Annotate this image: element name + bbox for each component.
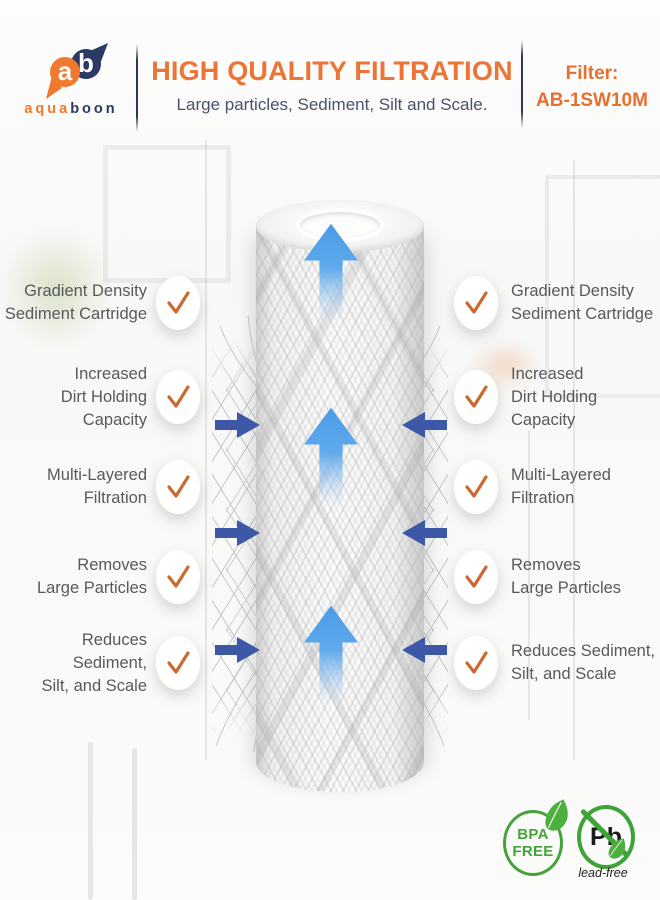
background-cabinet-left — [103, 145, 231, 283]
leaf-icon — [545, 799, 568, 831]
feature-label: Reduces Sediment,Silt, and Scale — [511, 642, 655, 683]
logo-letter-a: a — [58, 56, 73, 86]
check-badge — [454, 276, 498, 330]
check-icon — [167, 291, 190, 314]
lead-free-caption: lead-free — [578, 866, 628, 880]
check-badge — [454, 460, 498, 514]
header-divider-right — [521, 40, 523, 128]
background-stool-leg — [132, 748, 137, 900]
filter-model: AB-1SW10M — [536, 90, 648, 111]
inlet-arrow-left-icon — [402, 520, 447, 546]
bpa-free-badge: BPA FREE — [503, 810, 563, 876]
inlet-arrow-right-icon — [215, 412, 260, 438]
background-stool-leg — [88, 742, 93, 900]
logo-letter-b: b — [78, 48, 94, 78]
check-badge — [454, 370, 498, 424]
bpa-free-label-line1: BPA — [517, 826, 549, 843]
flow-up-arrow-icon — [303, 407, 359, 507]
check-icon — [167, 651, 190, 674]
feature-label: Reduces Sediment,Silt, and Scale — [41, 630, 147, 695]
check-icon — [465, 475, 488, 498]
inlet-arrow-left-icon — [402, 412, 447, 438]
header-divider-left — [136, 44, 138, 132]
check-icon — [167, 565, 190, 588]
page-subtitle: Large particles, Sediment, Silt and Scal… — [176, 95, 488, 114]
wordmark-boon: boon — [70, 101, 118, 117]
filter-model-block: Filter: AB-1SW10M — [536, 60, 648, 114]
check-badge — [156, 550, 200, 604]
flow-up-arrow-icon — [303, 605, 359, 705]
wordmark-aqua: aqua — [24, 101, 71, 117]
check-badge — [454, 550, 498, 604]
check-icon — [465, 651, 488, 674]
bpa-free-label-line2: FREE — [512, 843, 554, 860]
background-door-edge-left — [205, 140, 207, 760]
check-icon — [167, 475, 190, 498]
check-icon — [167, 385, 190, 408]
check-icon — [465, 565, 488, 588]
filter-label: Filter: — [565, 63, 619, 84]
page-title: HIGH QUALITY FILTRATION — [151, 56, 513, 86]
check-badge — [156, 460, 200, 514]
check-icon — [465, 291, 488, 314]
check-badge — [454, 636, 498, 690]
feature-item: Reduces Sediment,Silt, and Scale — [454, 635, 660, 691]
inlet-arrow-right-icon — [215, 520, 260, 546]
check-badge — [156, 636, 200, 690]
check-icon — [465, 385, 488, 408]
filter-cartridge-core-hole — [300, 212, 380, 238]
leaf-icon — [608, 838, 626, 859]
brand-wordmark: aquaboon — [18, 101, 124, 117]
aquaboon-logo-icon: b a — [46, 43, 108, 99]
inlet-arrow-right-icon — [215, 637, 260, 663]
inlet-arrow-left-icon — [402, 637, 447, 663]
check-badge — [156, 370, 200, 424]
check-badge — [156, 276, 200, 330]
feature-item: Reduces Sediment,Silt, and Scale — [4, 631, 200, 695]
flow-up-arrow-icon — [303, 223, 359, 323]
